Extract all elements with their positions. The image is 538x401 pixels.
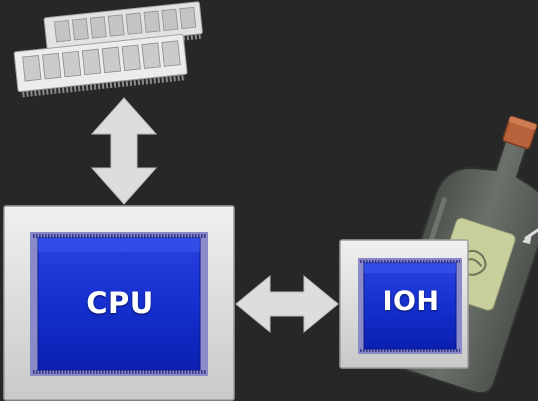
cpu-package (3, 205, 235, 401)
bidirectional-arrow-icon (235, 274, 339, 334)
ram-modules-icon (13, 1, 203, 98)
bidirectional-arrow-icon (90, 97, 158, 205)
cpu-label: CPU (86, 286, 154, 320)
ioh-label: IOH (382, 286, 440, 317)
ioh-package (339, 239, 469, 369)
